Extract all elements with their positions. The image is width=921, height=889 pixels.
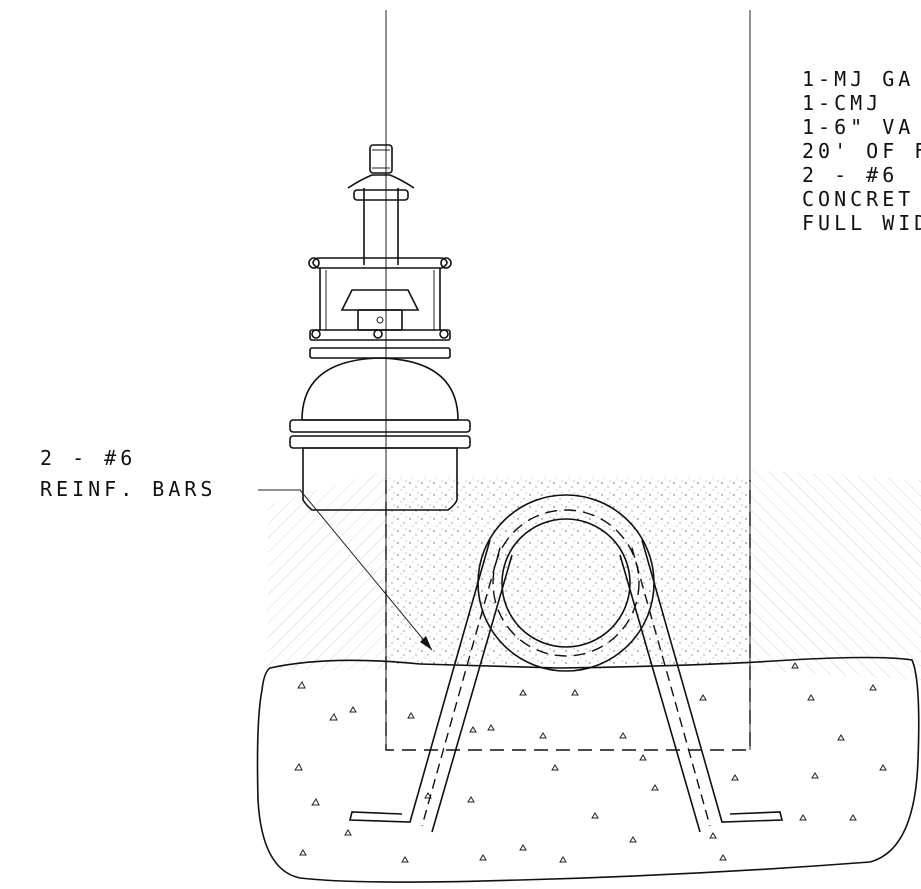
callout-leader xyxy=(258,489,433,651)
concrete-thrust-block xyxy=(256,656,920,883)
valve-operating-nut xyxy=(347,144,415,265)
note-line-3: 1-6" VA xyxy=(802,115,914,139)
valve-bonnet-dome xyxy=(301,357,459,421)
concrete-aggregate xyxy=(294,662,887,863)
bonnet-flange xyxy=(309,329,451,359)
note-line-7: FULL WID xyxy=(802,211,921,235)
notes-block: 1-MJ GA 1-CMJ 1-6" VA 20' OF F 2 - #6 CO… xyxy=(802,67,921,235)
note-line-4: 20' OF F xyxy=(802,139,921,163)
thrust-block-dashed-outline xyxy=(385,480,751,751)
native-soil-left xyxy=(268,470,386,670)
callout-line-1: 2 - #6 xyxy=(40,446,136,470)
valve-yoke xyxy=(308,257,452,331)
note-line-2: 1-CMJ xyxy=(802,91,882,115)
native-soil-right xyxy=(750,470,921,680)
note-line-5: 2 - #6 xyxy=(802,163,898,187)
callout-line-2: REINF. BARS xyxy=(40,477,216,501)
callout-arrowhead xyxy=(420,636,432,650)
note-line-6: CONCRET xyxy=(802,187,914,211)
reinforcing-bars xyxy=(348,539,784,833)
valve-body-flanges xyxy=(289,419,471,449)
pipe-bedding xyxy=(388,478,748,666)
note-line-1: 1-MJ GA xyxy=(802,67,914,91)
valve-body xyxy=(302,447,458,511)
